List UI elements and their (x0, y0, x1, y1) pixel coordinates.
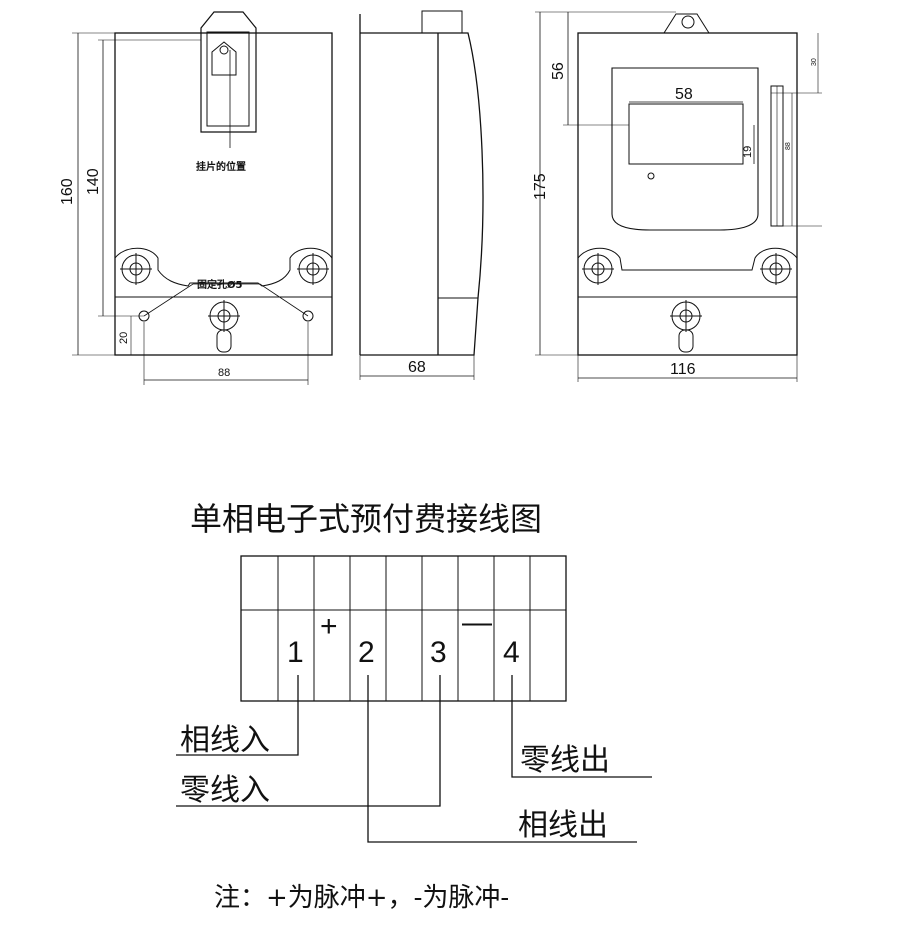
side-body-outline (360, 32, 484, 356)
terminal-block (240, 555, 567, 702)
pulse-minus-sign: — (462, 606, 492, 639)
terminal-3: 3 (430, 636, 447, 669)
mount-hole-leaders (143, 283, 309, 317)
dim-front-hole-span: 88 (218, 367, 230, 379)
front-view-body (114, 32, 333, 356)
hanger-slot (206, 31, 250, 127)
label-phase-in: 相线入 (180, 723, 270, 758)
display-window (628, 103, 744, 165)
terminal-4: 4 (503, 636, 520, 669)
back-top-hanger (663, 13, 710, 34)
screw-icon (297, 253, 329, 285)
hanger-plate (200, 11, 257, 133)
screw-icon (760, 253, 792, 285)
hanger-hook (211, 41, 237, 76)
mount-hole-right (302, 310, 314, 322)
terminal-2: 2 (358, 636, 375, 669)
label-neutral-in: 零线入 (180, 773, 270, 808)
side-top-terminal (421, 10, 463, 34)
screw-icon (208, 300, 240, 353)
display-window-frame (611, 67, 759, 231)
label-neutral-out: 零线出 (520, 743, 610, 778)
wire-neutral-in (176, 675, 441, 807)
dim-front-inner-height: 140 (85, 168, 102, 195)
label-phase-out: 相线出 (518, 808, 608, 843)
dim-back-width: 116 (670, 361, 696, 378)
indicator-led (647, 172, 655, 180)
wiring-title: 单相电子式预付费接线图 (190, 500, 542, 538)
dim-back-top: 56 (550, 62, 567, 80)
terminal-1: 1 (287, 636, 304, 669)
back-ear-plate (577, 247, 798, 298)
dim-side-depth: 68 (408, 359, 426, 376)
mount-hole-label: 固定孔Ø5 (197, 278, 243, 291)
wiring-note: 注：+为脉冲+，-为脉冲- (214, 883, 509, 913)
front-ear-plate (114, 247, 333, 298)
terminal-dividers (277, 556, 531, 701)
wiring-diagram: 单相电子式预付费接线图 1 2 3 4 + — 相线入 零线入 零线出 相线出 … (176, 500, 652, 913)
front-view: 挂片的位置 固定孔Ø5 16 (59, 11, 333, 385)
screw-icon (670, 300, 702, 353)
dim-back-side-top: 30 (811, 58, 818, 66)
hanger-label: 挂片的位置 (196, 160, 246, 173)
hanger-hole (219, 45, 229, 55)
screw-icon (681, 15, 695, 29)
screw-icon (120, 253, 152, 285)
side-view: 68 (359, 10, 484, 380)
back-view-body (577, 32, 798, 356)
wire-neutral-out (511, 675, 652, 778)
wire-phase-out (367, 675, 637, 843)
wire-phase-in (176, 675, 299, 756)
screw-icon (582, 253, 614, 285)
dim-back-window-width: 58 (675, 86, 693, 103)
dim-back-side-mid: 88 (785, 142, 792, 150)
dim-front-bottom: 20 (118, 332, 130, 344)
pulse-plus-sign: + (320, 610, 338, 643)
dim-back-height: 175 (532, 173, 549, 200)
back-view: 58 19 30 88 175 (532, 11, 822, 382)
dim-back-window-height: 19 (742, 146, 754, 158)
dim-front-height: 160 (59, 178, 76, 205)
